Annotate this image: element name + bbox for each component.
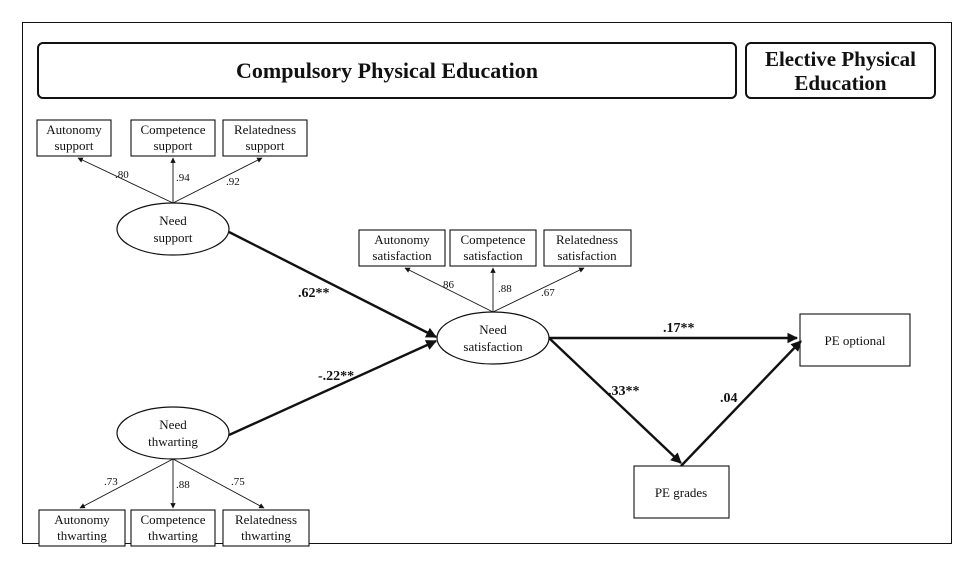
indicator-label-line2: support	[246, 138, 285, 153]
loading-value-relatedness-thwarting: .75	[231, 476, 245, 488]
compulsory-pe-title: Compulsory Physical Education	[236, 57, 538, 83]
path-coefficient-thwarting-to-satisfaction: -.22**	[318, 369, 354, 384]
path-arrow-satisfaction-to-grades	[548, 337, 682, 464]
indicator-autonomy-thwarting: Autonomy thwarting	[38, 509, 126, 547]
path-arrow-thwarting-to-satisfaction	[228, 339, 437, 437]
indicator-label-line2: satisfaction	[372, 248, 432, 263]
loading-arrow-autonomy-thwarting	[79, 458, 174, 509]
indicator-label-line1: Relatedness	[556, 232, 618, 247]
indicator-label-line2: satisfaction	[463, 248, 523, 263]
latent-need-thwarting: Need thwarting	[116, 406, 230, 460]
latent-label-line2: satisfaction	[463, 339, 523, 354]
indicator-relatedness-support: Relatedness support	[222, 119, 308, 157]
loading-value-competence-satisfaction: .88	[498, 283, 512, 295]
path-coefficient-grades-to-optional: .04	[720, 391, 738, 406]
elective-pe-header: Elective Physical Education	[745, 42, 936, 99]
indicator-label-line1: Autonomy	[374, 232, 430, 247]
loading-arrow-relatedness-support	[172, 157, 263, 204]
indicator-label-line1: Autonomy	[54, 512, 110, 527]
loading-value-autonomy-support: .80	[115, 169, 129, 181]
elective-pe-title-line1: Elective Physical	[764, 46, 917, 71]
indicator-relatedness-thwarting: Relatedness thwarting	[222, 509, 310, 547]
indicator-label-line2: thwarting	[241, 528, 291, 543]
path-arrow-grades-to-optional	[680, 340, 802, 467]
indicator-label-line2: support	[55, 138, 94, 153]
indicator-label-line1: Autonomy	[46, 122, 102, 137]
path-coefficient-satisfaction-to-grades: .33**	[608, 384, 640, 399]
loading-value-competence-thwarting: .88	[176, 479, 190, 491]
loading-value-competence-support: .94	[176, 172, 190, 184]
latent-label-line1: Need	[479, 322, 507, 337]
outcome-label: PE optional	[824, 333, 885, 348]
indicator-label-line2: support	[154, 138, 193, 153]
indicator-label-line1: Relatedness	[234, 122, 296, 137]
elective-pe-title-line2: Education	[794, 70, 887, 95]
figure-frame	[22, 22, 952, 544]
indicator-label-line2: thwarting	[148, 528, 198, 543]
indicator-label-line1: Relatedness	[235, 512, 297, 527]
outcome-pe-grades: PE grades	[633, 465, 730, 519]
indicator-relatedness-satisfaction: Relatedness satisfaction	[543, 229, 632, 267]
indicator-competence-thwarting: Competence thwarting	[130, 509, 216, 547]
indicator-label-line1: Competence	[461, 232, 526, 247]
path-coefficient-support-to-satisfaction: .62**	[298, 286, 330, 301]
loading-value-relatedness-support: .92	[226, 176, 240, 188]
indicator-label-line1: Competence	[141, 122, 206, 137]
latent-label-line1: Need	[159, 417, 187, 432]
outcome-pe-optional: PE optional	[799, 313, 911, 367]
loading-value-autonomy-satisfaction: 86	[443, 279, 455, 291]
loading-arrow-autonomy-support	[77, 157, 174, 204]
indicator-competence-support: Competence support	[130, 119, 216, 157]
path-arrow-support-to-satisfaction	[228, 230, 437, 339]
path-coefficient-satisfaction-to-optional: .17**	[663, 321, 695, 336]
indicator-autonomy-support: Autonomy support	[36, 119, 112, 157]
latent-label-line2: thwarting	[148, 434, 198, 449]
latent-need-support: Need support	[116, 202, 230, 256]
indicator-label-line2: satisfaction	[557, 248, 617, 263]
indicator-autonomy-satisfaction: Autonomy satisfaction	[358, 229, 446, 267]
latent-label-line2: support	[154, 230, 193, 245]
indicator-label-line1: Competence	[141, 512, 206, 527]
indicator-label-line2: thwarting	[57, 528, 107, 543]
compulsory-pe-header: Compulsory Physical Education	[37, 42, 737, 99]
loading-arrow-relatedness-thwarting	[172, 458, 265, 509]
loading-value-autonomy-thwarting: .73	[104, 476, 118, 488]
loading-value-relatedness-satisfaction: .67	[541, 287, 555, 299]
latent-need-satisfaction: Need satisfaction	[436, 311, 550, 365]
indicator-competence-satisfaction: Competence satisfaction	[449, 229, 537, 267]
latent-label-line1: Need	[159, 213, 187, 228]
loading-arrow-relatedness-satisfaction	[492, 267, 585, 313]
loading-arrow-autonomy-satisfaction	[404, 267, 494, 313]
outcome-label: PE grades	[655, 485, 707, 500]
